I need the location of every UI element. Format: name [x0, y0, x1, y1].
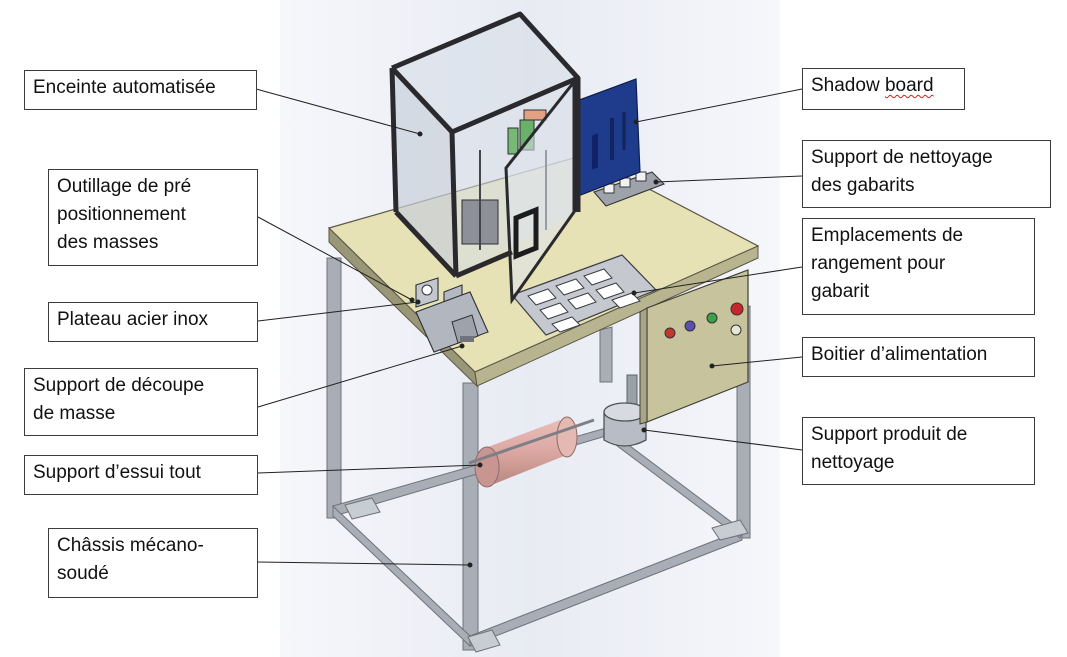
- label-support-essui-tout: Support d’essui tout: [24, 455, 258, 495]
- storage-tray: [510, 254, 658, 336]
- label-shadow-board: Shadow board: [802, 68, 965, 110]
- label-plateau-acier-inox: Plateau acier inox: [48, 302, 258, 342]
- label-rangement-line3: gabarit: [811, 281, 870, 302]
- paper-towel-roll: [468, 416, 595, 488]
- gabarit-cleaning-support: [593, 171, 665, 207]
- label-enceinte-text: Enceinte automatisée: [33, 77, 216, 98]
- label-chassis-line2: soudé: [57, 563, 109, 584]
- label-outillage-line3: des masses: [57, 232, 159, 253]
- label-rangement-line2: rangement pour: [811, 253, 946, 274]
- label-essui-text: Support d’essui tout: [33, 462, 201, 483]
- label-nettoyage-line2: des gabarits: [811, 175, 915, 196]
- label-decoupe-line1: Support de découpe: [33, 375, 205, 396]
- label-produit-line1: Support produit de: [811, 424, 968, 445]
- label-rangement-line1: Emplacements de: [811, 225, 964, 246]
- label-outillage-pre-positionnement: Outillage de pré positionnement des mass…: [48, 169, 258, 266]
- automated-enclosure: [389, 11, 581, 305]
- label-shadow-word2: board: [884, 75, 934, 96]
- label-alimentation-text: Boitier d’alimentation: [811, 344, 988, 365]
- mass-cutting-support: [451, 314, 479, 344]
- label-outillage-line2: positionnement: [57, 204, 186, 225]
- power-box: [639, 269, 749, 425]
- label-chassis-mecano-soude: Châssis mécano- soudé: [48, 528, 258, 598]
- label-enceinte-automatisee: Enceinte automatisée: [24, 70, 257, 110]
- shadow-board-panel: [573, 78, 641, 197]
- label-plateau-text: Plateau acier inox: [57, 309, 209, 330]
- label-emplacements-rangement: Emplacements de rangement pour gabarit: [802, 218, 1035, 315]
- label-support-decoupe-masse: Support de découpe de masse: [24, 368, 258, 436]
- label-produit-line2: nettoyage: [811, 452, 895, 473]
- label-nettoyage-line1: Support de nettoyage: [811, 147, 993, 168]
- label-decoupe-line2: de masse: [33, 403, 116, 424]
- label-boitier-alimentation: Boitier d’alimentation: [802, 337, 1035, 377]
- label-outillage-line1: Outillage de pré: [57, 176, 192, 197]
- cleaning-product-holder: [603, 374, 647, 447]
- label-chassis-line1: Châssis mécano-: [57, 535, 204, 556]
- label-support-produit-nettoyage: Support produit de nettoyage: [802, 417, 1035, 485]
- label-support-nettoyage-gabarits: Support de nettoyage des gabarits: [802, 140, 1051, 208]
- callout-leaders: [255, 88, 803, 568]
- label-shadow-word1: Shadow: [811, 75, 880, 96]
